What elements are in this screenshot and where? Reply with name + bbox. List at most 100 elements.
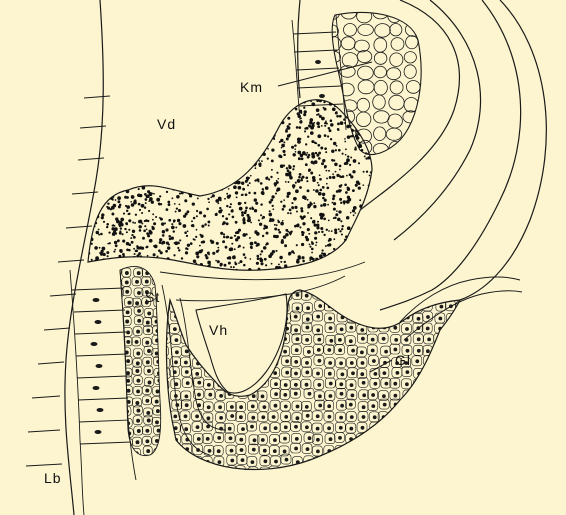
gland-cell-nucleus [252,371,255,374]
yolk-granule [187,244,190,247]
label-gl: Gl [395,353,411,367]
yolk-granule [356,136,360,140]
yolk-granule [124,143,127,146]
yolk-granule [89,103,91,105]
gland-cell-nucleus [296,405,299,408]
gland-cell-nucleus [208,348,211,351]
yolk-granule [303,107,305,109]
yolk-granule [328,230,330,232]
yolk-granule [130,177,134,181]
yolk-granule [317,182,319,184]
yolk-granule [211,157,213,159]
gland-cell-nucleus [273,450,276,453]
gland-cell-nucleus [242,339,245,342]
gland-cell [425,434,435,444]
gland-cell [403,422,413,432]
yolk-granule [109,125,113,129]
gland-cell-nucleus [426,350,429,353]
gland-cell-nucleus [427,459,430,462]
yolk-granule [216,129,219,132]
yolk-granule [168,243,170,245]
gland-cell [423,468,433,478]
yolk-granule [159,136,161,138]
yolk-granule [318,192,322,196]
yolk-granule [160,106,162,108]
yolk-granule [314,237,317,240]
yolk-granule [221,185,224,188]
yolk-granule [103,147,106,150]
yolk-granule [239,116,243,120]
yolk-granule [173,254,175,256]
yolk-granule [89,137,92,140]
yolk-granule [103,221,105,223]
yolk-granule [171,184,173,186]
yolk-granule [302,222,305,225]
yolk-granule [339,165,342,168]
gland-cell-nucleus [462,329,465,332]
gland-cell-nucleus [317,315,320,318]
yolk-granule [193,238,195,240]
gland-cell-nucleus [263,306,266,309]
yolk-granule [116,220,120,224]
yolk-granule [329,97,333,101]
yolk-granule [298,126,301,129]
yolk-granule [219,147,222,150]
yolk-granule [210,179,213,182]
yolk-granule [332,107,336,111]
gland-cell-nucleus [317,348,320,351]
yolk-granule [252,156,256,160]
yolk-granule [268,101,270,103]
yolk-granule [305,93,307,95]
yolk-granule [240,151,243,154]
yolk-granule [323,108,326,111]
yolk-granule [317,134,321,138]
yolk-granule [90,154,94,158]
gland-cell [336,279,346,289]
yolk-granule [180,94,184,98]
gland-cell-nucleus [242,428,245,431]
yolk-granule [222,102,225,105]
yolk-granule [92,209,94,211]
yolk-granule [332,202,334,204]
yolk-granule [84,130,88,134]
yolk-granule [319,189,322,192]
yolk-granule [226,222,229,225]
gland-cell-nucleus [328,415,331,418]
yolk-granule [255,152,258,155]
yolk-granule [214,272,216,274]
yolk-granule [341,233,343,235]
gland-cell-nucleus [252,448,255,451]
gland-cell-nucleus [383,372,386,375]
stalk-cell [112,448,121,457]
yolk-granule [86,199,89,202]
yolk-granule [314,160,318,164]
yolk-granule [130,259,133,262]
yolk-granule [228,188,230,190]
yolk-granule [322,186,325,189]
gland-cell [445,411,455,421]
yolk-granule [102,166,106,170]
yolk-granule [233,266,235,268]
stalk-cell [154,258,163,267]
gland-cell-nucleus [195,328,198,331]
yolk-granule [256,243,260,247]
yolk-granule [212,181,214,183]
km-cell [339,83,354,96]
yolk-granule [126,122,129,125]
stalk-cell [122,407,131,416]
yolk-granule [283,154,286,157]
yolk-granule [118,106,121,109]
yolk-granule [343,200,346,203]
yolk-granule [107,243,109,245]
yolk-granule [195,170,197,172]
yolk-granule [306,152,308,154]
gland-cell-nucleus [461,426,464,429]
yolk-granule [131,123,133,125]
gland-cell-nucleus [218,436,221,439]
yolk-granule [230,156,232,158]
gland-cell [236,279,246,289]
gland-cell [269,301,279,311]
yolk-granule [96,149,99,152]
gland-cell-nucleus [405,471,408,474]
yolk-granule [359,267,361,269]
